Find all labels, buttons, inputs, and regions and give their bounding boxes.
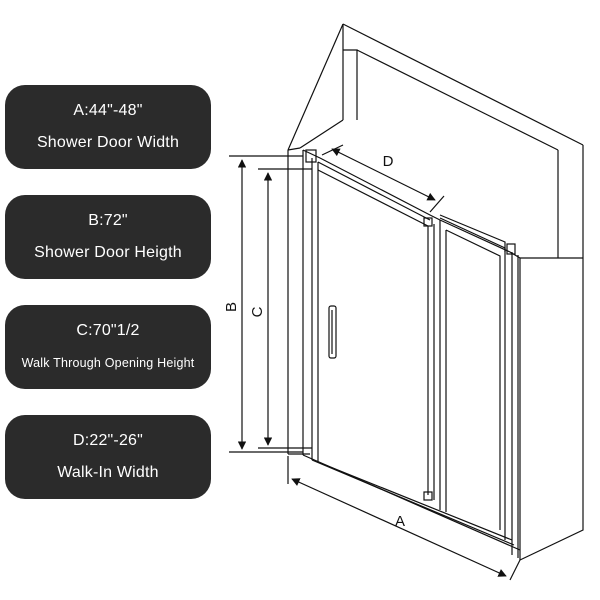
dimension-a-label: Shower Door Width xyxy=(36,134,180,151)
dimension-d-label: Walk-In Width xyxy=(57,464,159,481)
dimension-d xyxy=(321,144,445,213)
dimension-card-c: C:70"1/2 Walk Through Opening Height xyxy=(5,305,211,389)
dimension-a-value: A:44"-48" xyxy=(73,102,143,119)
dimension-card-b: B:72" Shower Door Heigth xyxy=(5,195,211,279)
dimension-b-value: B:72" xyxy=(88,212,128,229)
dimension-c-value: C:70"1/2 xyxy=(76,322,140,339)
dimension-card-a: A:44"-48" Shower Door Width xyxy=(5,85,211,169)
dimension-c-letter: C xyxy=(249,306,266,317)
enclosure-outline xyxy=(287,23,584,561)
dimension-a-letter: A xyxy=(395,513,405,530)
dimension-b-label: Shower Door Heigth xyxy=(34,244,182,261)
dimension-c-label: Walk Through Opening Height xyxy=(21,356,195,370)
dimension-a xyxy=(287,456,521,581)
dimension-d-letter: D xyxy=(383,153,394,170)
dimension-b-letter: B xyxy=(223,302,240,312)
dimension-c xyxy=(258,168,312,449)
dimension-card-d: D:22"-26" Walk-In Width xyxy=(5,415,211,499)
dimension-b xyxy=(229,155,303,453)
door-frame xyxy=(302,149,521,558)
dimension-d-value: D:22"-26" xyxy=(72,432,144,449)
